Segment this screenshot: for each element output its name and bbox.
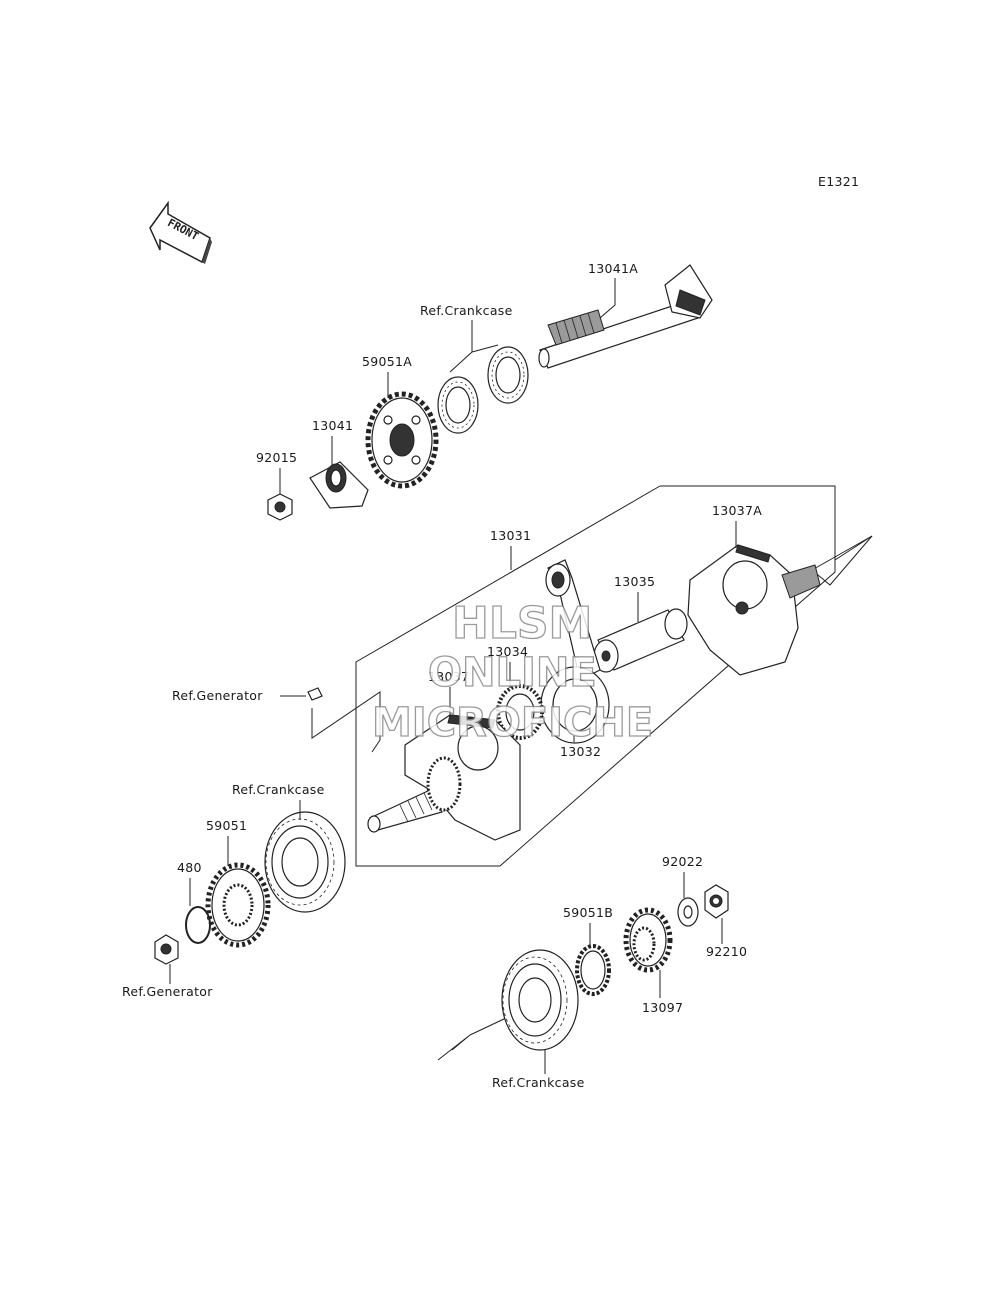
label-92210: 92210: [706, 944, 747, 959]
watermark-line-3: MICROFICHE: [372, 700, 653, 746]
label-13031: 13031: [490, 528, 531, 543]
bearing-left: [264, 811, 346, 913]
bearing-top-left: [437, 376, 479, 434]
gear-59051: [205, 862, 271, 948]
shaft-13041a: [538, 264, 713, 369]
diagram-code: E1321: [818, 174, 859, 189]
bearing-top-right: [487, 346, 529, 404]
label-ref-crankcase-left: Ref.Crankcase: [232, 782, 325, 797]
label-ref-generator-bottom: Ref.Generator: [122, 984, 213, 999]
label-59051b: 59051B: [563, 905, 613, 920]
watermark: HLSM ONLINE MICROFICHE: [371, 597, 654, 746]
label-480: 480: [177, 860, 202, 875]
label-13041a: 13041A: [588, 261, 638, 276]
needle-bearing-13034: [496, 684, 544, 740]
crank-web-13037a: [687, 544, 821, 676]
gear-59051b: [575, 944, 611, 996]
watermark-line-2: ONLINE: [428, 650, 597, 696]
label-13032: 13032: [560, 744, 601, 759]
crankshaft-box: [355, 485, 836, 867]
washer-92022: [677, 897, 699, 927]
part-13041: [309, 461, 369, 509]
nut-92210: [704, 884, 729, 919]
gear-59051a: [365, 391, 439, 489]
label-13037a: 13037A: [712, 503, 762, 518]
front-arrow-icon: FRONT: [149, 200, 212, 264]
bearing-bottom: [501, 949, 579, 1051]
nut-92015: [267, 493, 293, 521]
label-ref-crankcase-bottom: Ref.Crankcase: [492, 1075, 585, 1090]
label-92015: 92015: [256, 450, 297, 465]
crank-web-13037: [367, 714, 521, 841]
label-ref-generator-mid: Ref.Generator: [172, 688, 263, 703]
watermark-line-1: HLSM: [452, 598, 592, 649]
label-92022: 92022: [662, 854, 703, 869]
label-13035: 13035: [614, 574, 655, 589]
nut-generator: [154, 934, 179, 965]
circlip-480: [185, 906, 211, 944]
label-ref-crankcase-top: Ref.Crankcase: [420, 303, 513, 318]
label-13041: 13041: [312, 418, 353, 433]
label-13034: 13034: [487, 644, 528, 659]
gear-13097: [623, 907, 673, 973]
label-13097: 13097: [642, 1000, 683, 1015]
connecting-rod-13032: [540, 559, 610, 744]
woodruff-key: [307, 687, 323, 701]
label-59051a: 59051A: [362, 354, 412, 369]
label-59051: 59051: [206, 818, 247, 833]
label-13037: 13037: [428, 669, 469, 684]
crank-pin-13035: [593, 608, 688, 673]
